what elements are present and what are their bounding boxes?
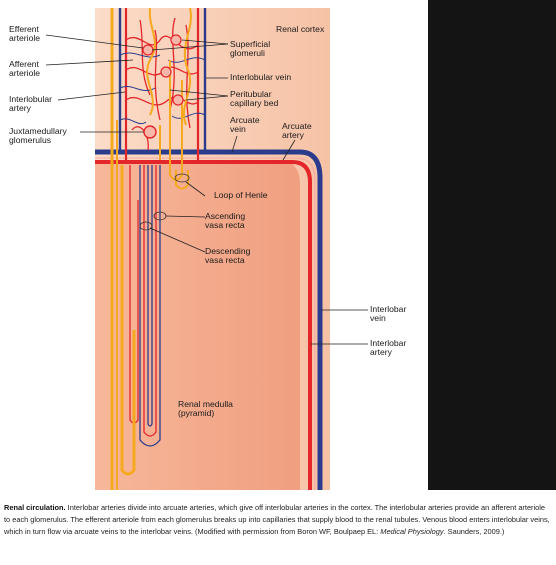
label-renal-cortex: Renal cortex bbox=[276, 24, 325, 34]
label-renal-medulla: Renal medulla (pyramid) bbox=[178, 399, 233, 419]
tubule-network bbox=[146, 7, 192, 181]
label-arcuate-vein: Arcuate vein bbox=[230, 115, 260, 135]
label-interlobar-vein: Interlobar vein bbox=[370, 304, 407, 324]
label-afferent-arteriole: Afferent arteriole bbox=[9, 59, 41, 79]
juxtamedullary-glomerulus bbox=[143, 125, 157, 139]
descending-vasa-recta-marker bbox=[139, 221, 153, 231]
label-ascending-vasa-recta: Ascending vasa recta bbox=[205, 211, 246, 231]
arcuate-artery bbox=[95, 160, 312, 490]
leader-lines bbox=[45, 34, 368, 345]
loop-of-henle-short bbox=[175, 170, 189, 190]
label-peritubular-capillary-bed: Peritubular capillary bed bbox=[230, 89, 279, 109]
label-juxtamedullary-glomerulus: Juxtamedullary glomerulus bbox=[9, 126, 67, 146]
arcuate-vein bbox=[95, 149, 323, 490]
caption-title: Renal circulation. bbox=[4, 503, 66, 512]
caption-tail: . Saunders, 2009.) bbox=[443, 527, 505, 537]
dark-side-panel bbox=[428, 0, 556, 490]
label-superficial-glomeruli: Superficial glomeruli bbox=[230, 39, 271, 59]
figure-caption: Renal circulation. Interlobar arteries d… bbox=[0, 490, 556, 565]
label-loop-of-henle: Loop of Henle bbox=[214, 190, 268, 200]
label-interlobar-artery: Interlobar artery bbox=[370, 338, 407, 358]
renal-circulation-figure: Efferent arteriole Afferent arteriole In… bbox=[0, 0, 428, 490]
loop-of-henle-tubule bbox=[120, 165, 136, 476]
arcuate-thin-vessel bbox=[95, 157, 316, 490]
label-efferent-arteriole: Efferent arteriole bbox=[9, 24, 41, 44]
label-arcuate-artery: Arcuate artery bbox=[282, 121, 312, 141]
renal-medulla-region bbox=[95, 160, 300, 490]
superficial-glomeruli bbox=[142, 34, 184, 106]
renal-circulation-diagram bbox=[45, 7, 368, 490]
caption-book-title: Medical Physiology bbox=[380, 527, 444, 537]
label-descending-vasa-recta: Descending vasa recta bbox=[205, 246, 251, 266]
loop-of-henle-marker bbox=[174, 173, 190, 183]
caption-body: Interlobar arteries divide into arcuate … bbox=[4, 503, 550, 537]
label-interlobular-artery: Interlobular artery bbox=[9, 94, 52, 114]
label-interlobular-vein: Interlobular vein bbox=[230, 72, 292, 82]
